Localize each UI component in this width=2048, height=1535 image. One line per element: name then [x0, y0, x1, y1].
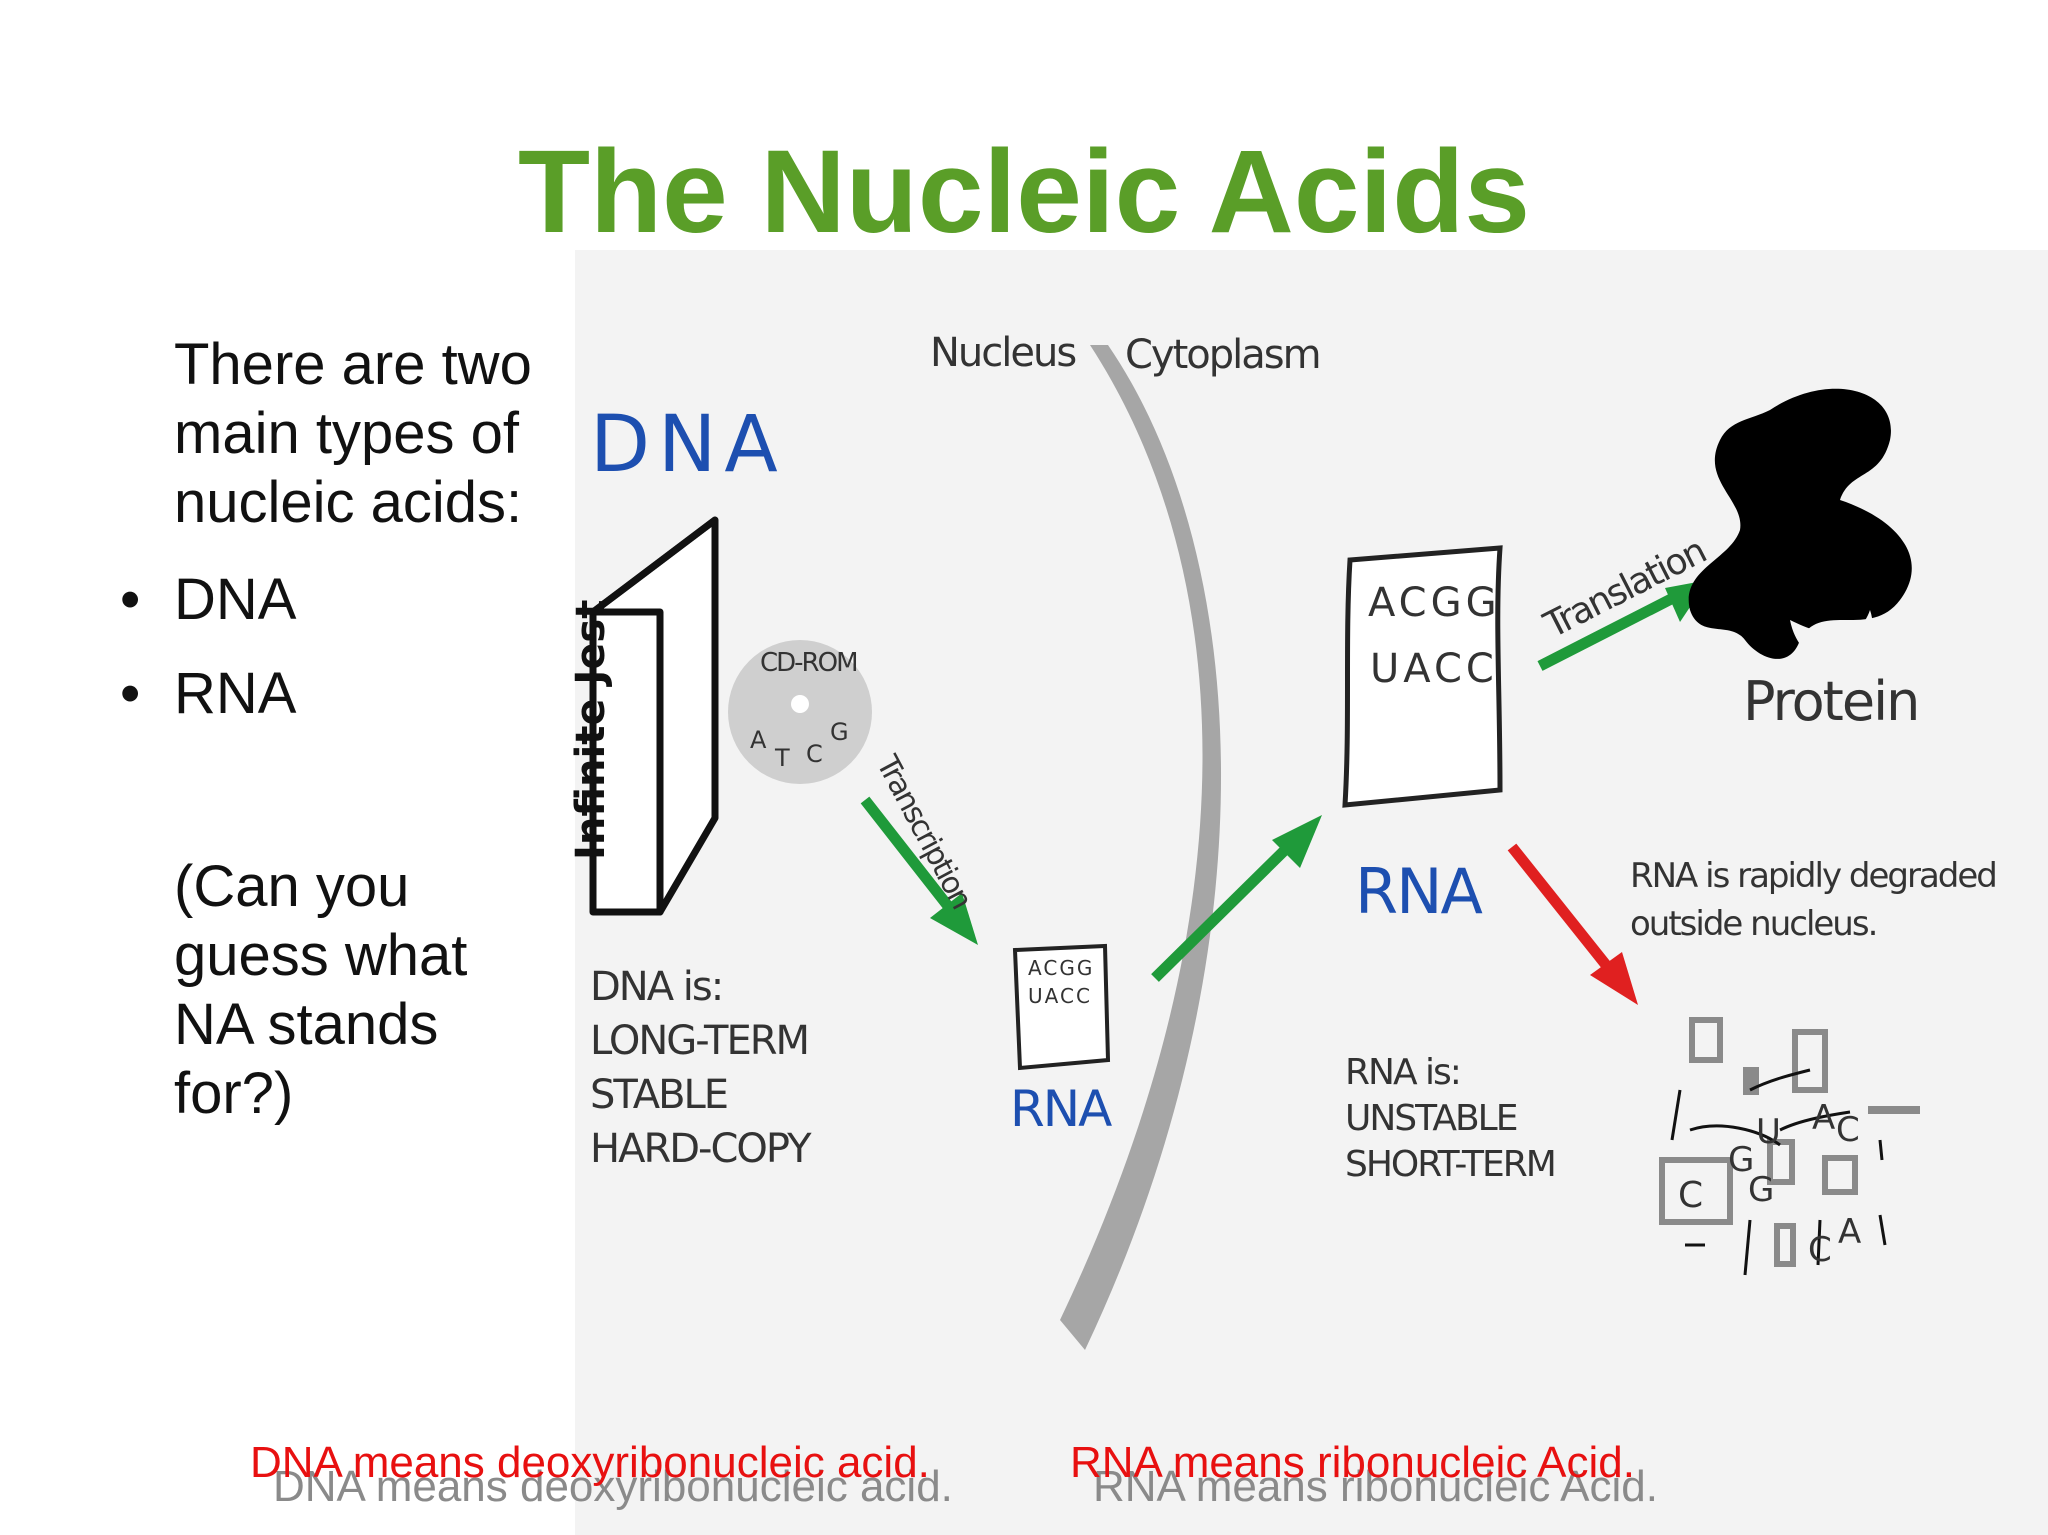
dna-heading: DNA: [590, 400, 786, 490]
small-page-letters-row2: UACC: [1028, 984, 1092, 1008]
rna-big-label: RNA: [1355, 855, 1483, 928]
question-line: for?): [174, 1061, 294, 1126]
footer-rna-shadow: RNA means ribonucleic Acid.: [1093, 1462, 1658, 1511]
rna-prop: RNA is:: [1345, 1052, 1462, 1093]
fragment-letter: C: [1808, 1230, 1832, 1270]
slide-title: The Nucleic Acids: [517, 126, 1531, 258]
degraded-fragments-icon: [1659, 1017, 1920, 1267]
bullet-dot-icon: •: [120, 567, 141, 632]
cd-letter: C: [806, 740, 823, 768]
protein-icon: [1688, 388, 1912, 660]
cd-letter: T: [775, 744, 790, 772]
degraded-line: outside nucleus.: [1630, 904, 1878, 944]
cytoplasm-label: Cytoplasm: [1125, 332, 1322, 378]
question-line: NA stands: [174, 992, 439, 1057]
book-icon: [589, 516, 719, 916]
nuclear-membrane: [1060, 345, 1222, 1350]
question-line: guess what: [174, 923, 468, 988]
bullet-text: RNA: [174, 661, 297, 726]
dna-prop: HARD-COPY: [590, 1126, 812, 1172]
fragment-letter: G: [1748, 1170, 1774, 1210]
degradation-arrow-icon: [1507, 843, 1638, 1005]
degraded-line: RNA is rapidly degraded: [1630, 856, 1998, 896]
footer-dna-shadow: DNA means deoxyribonucleic acid.: [273, 1462, 953, 1511]
intro-line: There are two: [174, 332, 532, 397]
footer-rna-meaning: RNA means ribonucleic Acid.: [1070, 1438, 1635, 1487]
fragment-letter: A: [1838, 1212, 1861, 1252]
rna-properties: RNA is: UNSTABLE SHORT-TERM: [1345, 1050, 1557, 1188]
bullet-dna: • DNA: [120, 566, 296, 633]
intro-line: nucleic acids:: [174, 470, 523, 535]
big-rna-page-icon: [1342, 545, 1503, 808]
rna-prop: SHORT-TERM: [1345, 1144, 1557, 1185]
cd-label: CD-ROM: [760, 648, 859, 678]
fragment-letter: C: [1678, 1175, 1703, 1216]
export-arrow-icon: [1151, 815, 1322, 982]
bullet-dot-icon: •: [120, 661, 141, 726]
book-title: Infinite Jest: [568, 600, 614, 860]
fragment-letter: A: [1812, 1098, 1835, 1138]
dna-prop: DNA is:: [590, 964, 724, 1010]
degraded-note: RNA is rapidly degraded outside nucleus.: [1630, 852, 1998, 948]
cd-letter: A: [750, 726, 766, 754]
bullet-text: DNA: [174, 567, 297, 632]
question-text: (Can you guess what NA stands for?): [174, 852, 467, 1128]
fragment-letter: C: [1836, 1110, 1860, 1150]
nucleus-label: Nucleus: [930, 330, 1077, 376]
big-page-letters-row1: ACGG: [1368, 580, 1501, 626]
fragment-letter: U: [1756, 1112, 1781, 1152]
rna-small-label: RNA: [1010, 1080, 1112, 1138]
question-line: (Can you: [174, 854, 410, 919]
big-page-letters-row2: UACC: [1370, 646, 1498, 692]
intro-text: There are two main types of nucleic acid…: [174, 330, 532, 537]
transcription-arrow-icon: [860, 796, 978, 945]
dna-properties: DNA is: LONG-TERM STABLE HARD-COPY: [590, 960, 812, 1176]
small-rna-page-icon: [1012, 943, 1111, 1071]
small-page-letters-row1: ACGG: [1028, 956, 1095, 980]
cd-letter: G: [830, 718, 849, 746]
protein-label: Protein: [1743, 670, 1920, 733]
fragment-letter: G: [1728, 1140, 1754, 1180]
dna-prop: LONG-TERM: [590, 1018, 810, 1064]
fragment-strands: [1670, 1068, 1887, 1276]
footer-dna-meaning: DNA means deoxyribonucleic acid.: [250, 1438, 930, 1487]
bullet-rna: • RNA: [120, 660, 296, 727]
dna-prop: STABLE: [590, 1072, 729, 1118]
intro-line: main types of: [174, 401, 519, 466]
rna-prop: UNSTABLE: [1345, 1098, 1518, 1139]
